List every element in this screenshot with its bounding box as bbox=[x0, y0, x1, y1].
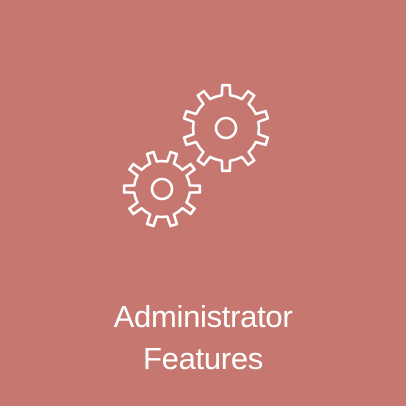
small-gear-outline bbox=[122, 150, 202, 228]
tile-title: Administrator Features bbox=[0, 296, 406, 380]
big-gear-outline bbox=[182, 83, 270, 173]
tile-title-line-1: Administrator bbox=[113, 299, 293, 334]
small-gear-hub bbox=[150, 177, 174, 201]
gears-icon bbox=[122, 83, 270, 228]
small-gear-icon bbox=[122, 150, 202, 228]
large-gear-icon bbox=[182, 83, 270, 173]
tile-title-line-2: Features bbox=[143, 341, 263, 376]
big-gear-hub bbox=[214, 116, 238, 140]
administrator-features-tile[interactable]: Administrator Features bbox=[0, 0, 406, 406]
